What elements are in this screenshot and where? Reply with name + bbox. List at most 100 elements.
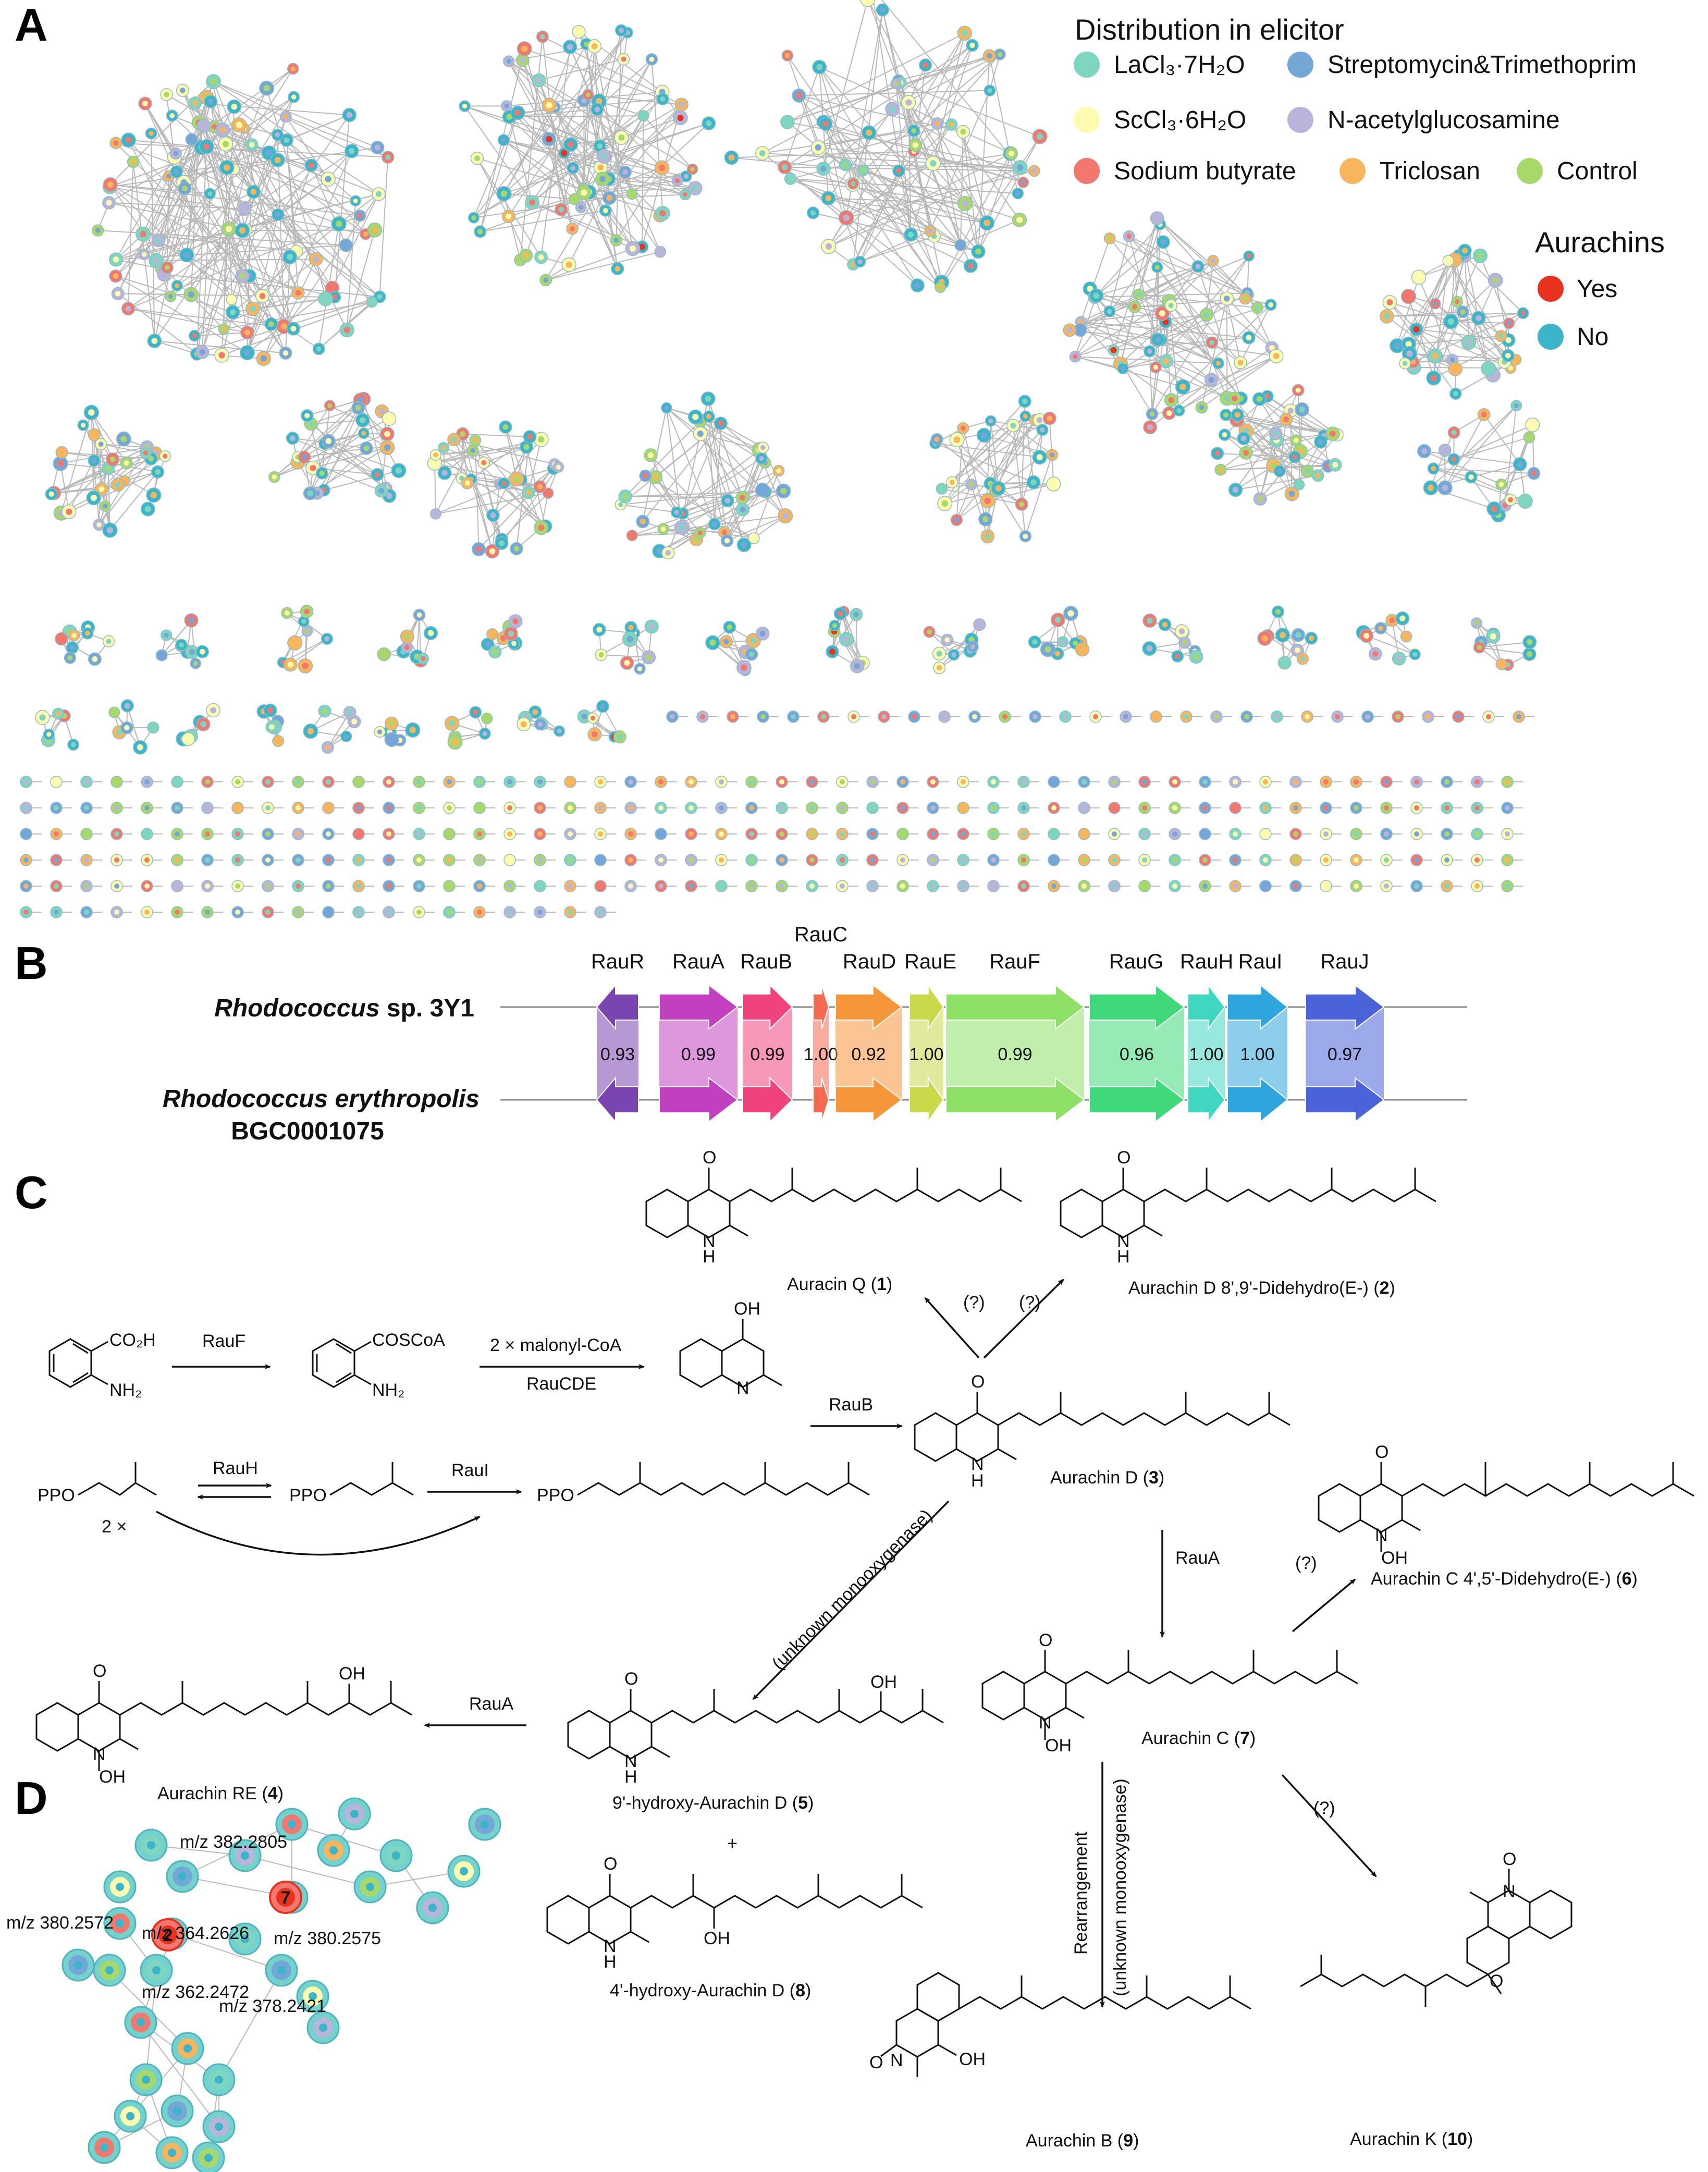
network-node — [20, 802, 32, 814]
network-edge — [1075, 301, 1170, 358]
network-node — [121, 132, 136, 148]
network-node — [201, 906, 214, 918]
network-node — [279, 133, 293, 147]
network-edge — [115, 153, 177, 260]
network-node — [218, 136, 234, 152]
network-edge — [338, 193, 379, 225]
network-node — [86, 490, 102, 506]
network-node — [145, 127, 157, 140]
network-node — [644, 619, 659, 634]
network-node — [745, 880, 758, 892]
network-node — [780, 115, 795, 129]
network-node — [231, 880, 244, 892]
network-node — [542, 97, 557, 113]
network-node — [688, 181, 703, 195]
network-edge — [1157, 304, 1271, 340]
network-edge — [266, 88, 317, 260]
network-node — [533, 480, 547, 494]
network-node — [1078, 802, 1090, 814]
network-node — [109, 269, 122, 283]
subnetwork-node — [103, 1870, 137, 1904]
network-edge — [1464, 250, 1489, 369]
network-node — [1477, 408, 1491, 421]
network-node — [405, 722, 421, 738]
network-edge — [1013, 425, 1026, 536]
network-node — [656, 92, 669, 105]
network-node — [593, 139, 607, 153]
arrow-to-1 — [924, 1297, 980, 1359]
network-edge — [624, 421, 701, 497]
network-node — [642, 650, 656, 665]
network-edge — [194, 103, 228, 168]
network-node — [160, 88, 173, 101]
network-edge — [882, 9, 931, 231]
network-node — [918, 58, 932, 72]
uncertain-label-3: (?) — [1295, 1553, 1317, 1573]
network-node — [1199, 880, 1211, 892]
network-node — [654, 246, 667, 258]
network-node — [1019, 410, 1031, 422]
network-node — [671, 175, 683, 187]
network-node — [987, 880, 1000, 892]
o-label-10: O — [1490, 1971, 1503, 1991]
network-node — [1292, 384, 1305, 397]
network-node — [1078, 854, 1090, 866]
network-node — [648, 470, 663, 484]
network-node — [165, 290, 177, 302]
network-node — [1257, 631, 1272, 646]
network-node — [111, 287, 125, 300]
network-node — [413, 880, 425, 892]
network-node — [141, 880, 153, 892]
network-edge — [1504, 406, 1517, 506]
network-node — [215, 122, 230, 137]
network-node — [896, 802, 909, 814]
network-edge — [667, 513, 684, 553]
network-node — [1522, 635, 1537, 649]
similarity-band — [835, 1007, 902, 1100]
network-edge — [115, 142, 339, 225]
o-label-3: O — [971, 1372, 985, 1392]
network-node — [1259, 854, 1272, 866]
network-node — [1409, 648, 1421, 660]
network-node — [292, 776, 304, 788]
network-edge — [1235, 475, 1318, 490]
enzyme-raua-2: RauA — [469, 1694, 513, 1714]
network-node — [618, 165, 632, 179]
network-edge — [655, 476, 701, 534]
network-edge — [518, 98, 663, 114]
similarity-band — [659, 1007, 738, 1100]
network-node — [966, 39, 979, 52]
compound-2-label: Aurachin D 8',9'-Didehydro(E-) (2) — [1128, 1278, 1395, 1298]
identity-value: 0.99 — [998, 1045, 1032, 1064]
network-edge — [166, 94, 175, 157]
network-node — [1482, 710, 1495, 723]
network-edge — [201, 147, 360, 216]
subnetwork-node — [228, 1839, 262, 1872]
network-node — [836, 880, 849, 892]
network-node — [1123, 230, 1135, 242]
network-node — [1243, 250, 1255, 262]
network-node — [702, 116, 716, 130]
network-edge — [346, 201, 357, 330]
network-node — [724, 150, 739, 165]
subnetwork-node — [166, 1860, 199, 1893]
network-edge — [545, 115, 644, 280]
network-node — [599, 204, 612, 217]
network-node — [1199, 776, 1211, 788]
network-node — [1237, 432, 1250, 446]
network-edge — [881, 0, 1021, 168]
network-node — [473, 802, 486, 814]
aurachin-c-structure: O N OH — [981, 1630, 1358, 1756]
network-node — [1471, 880, 1483, 892]
network-node — [957, 828, 969, 840]
network-edge — [471, 436, 531, 480]
identity-value: 1.00 — [804, 1045, 838, 1064]
network-node — [693, 426, 708, 441]
network-node — [1151, 261, 1163, 273]
network-node — [817, 710, 830, 723]
network-node — [110, 802, 123, 814]
network-node — [1191, 260, 1205, 273]
network-node — [946, 476, 959, 488]
network-node — [35, 710, 50, 725]
network-node — [80, 906, 93, 918]
